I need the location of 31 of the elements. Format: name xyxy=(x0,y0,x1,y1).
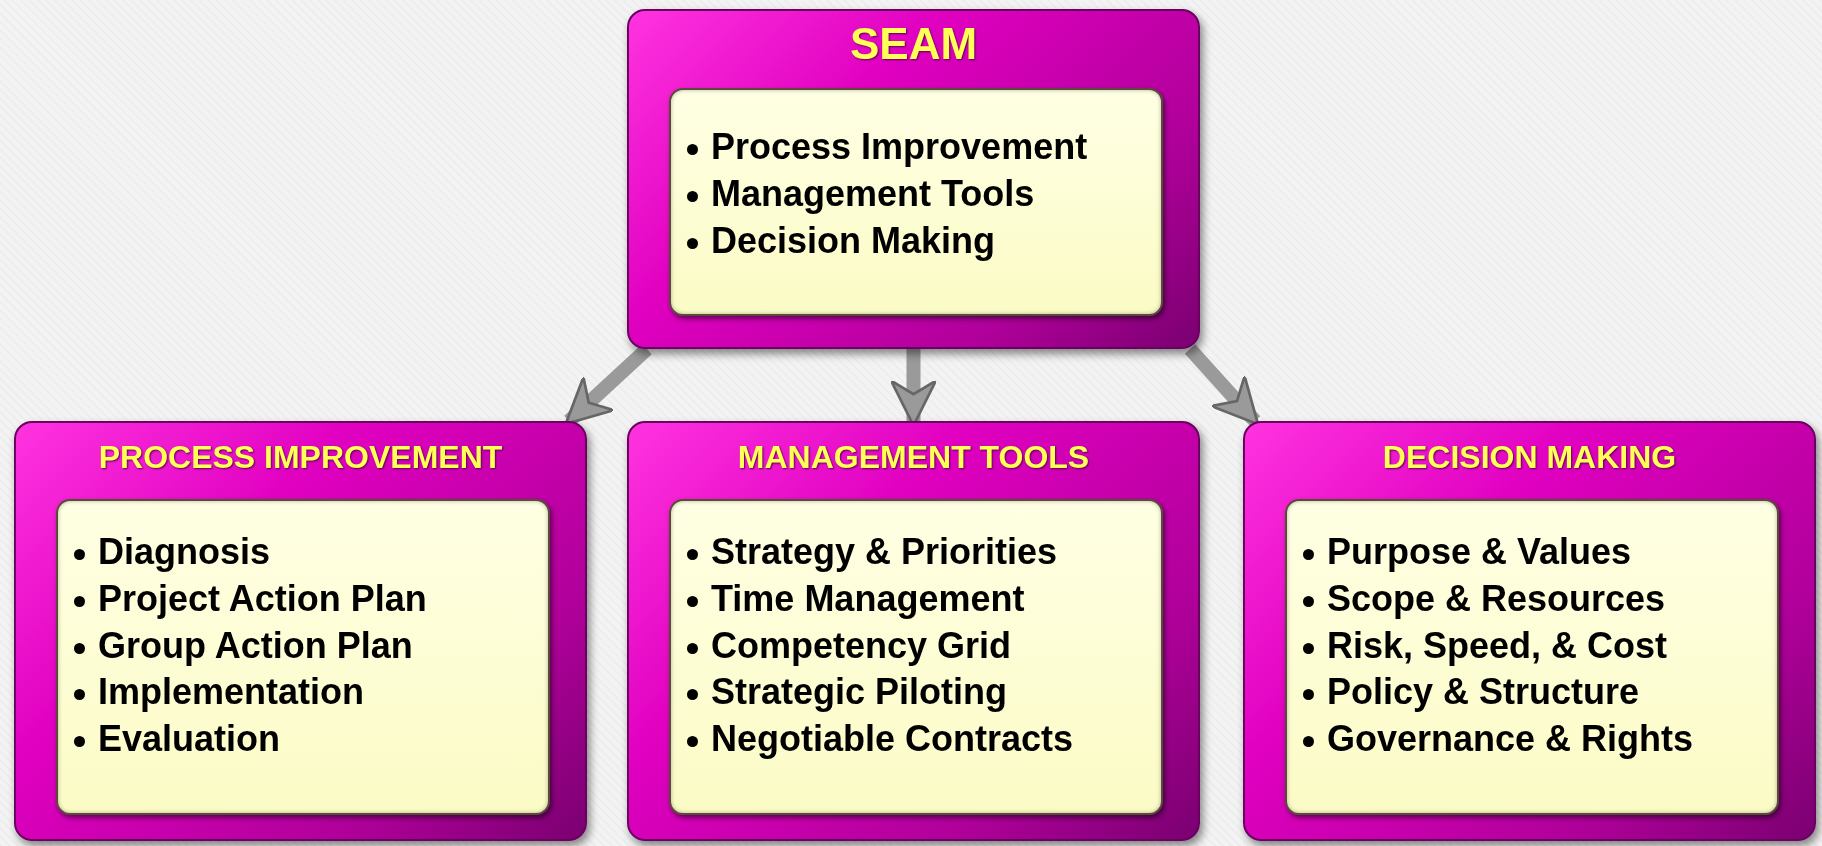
list-item: Evaluation xyxy=(98,718,281,760)
bullet-list-card xyxy=(669,499,1163,815)
list-item: Risk, Speed, & Cost xyxy=(1327,624,1668,666)
bullet-list-card xyxy=(669,88,1163,316)
list-item: Process Improvement xyxy=(711,126,1088,167)
list-item: Negotiable Contracts xyxy=(711,718,1074,760)
list-item: Strategic Piloting xyxy=(711,671,1008,713)
panel-heading: DECISION MAKING xyxy=(1381,439,1678,476)
list-item: Governance & Rights xyxy=(1327,718,1694,760)
list-item: Strategy & Priorities xyxy=(711,531,1058,572)
list-item: Purpose & Values xyxy=(1327,531,1632,572)
list-item: Competency Grid xyxy=(711,624,1012,666)
list-item: Implementation xyxy=(98,671,365,713)
list-item: Diagnosis xyxy=(98,531,271,572)
list-item: Scope & Resources xyxy=(1327,577,1666,619)
list-item: Decision Making xyxy=(711,219,996,261)
bullet-list-card xyxy=(1285,499,1779,815)
panel-heading: SEAM xyxy=(848,19,979,69)
category-panel xyxy=(1243,421,1816,841)
category-panel xyxy=(627,421,1200,841)
list-item: Policy & Structure xyxy=(1327,671,1640,713)
list-item: Project Action Plan xyxy=(98,577,427,619)
arrow xyxy=(1184,344,1261,426)
panel-heading: PROCESS IMPROVEMENT xyxy=(97,439,504,476)
list-item: Time Management xyxy=(711,577,1025,619)
category-panel xyxy=(14,421,587,841)
panel-heading: MANAGEMENT TOOLS xyxy=(736,439,1091,476)
category-panel xyxy=(627,9,1200,349)
list-item: Management Tools xyxy=(711,172,1035,214)
bullet-list-card xyxy=(56,499,550,815)
list-item: Group Action Plan xyxy=(98,624,413,666)
